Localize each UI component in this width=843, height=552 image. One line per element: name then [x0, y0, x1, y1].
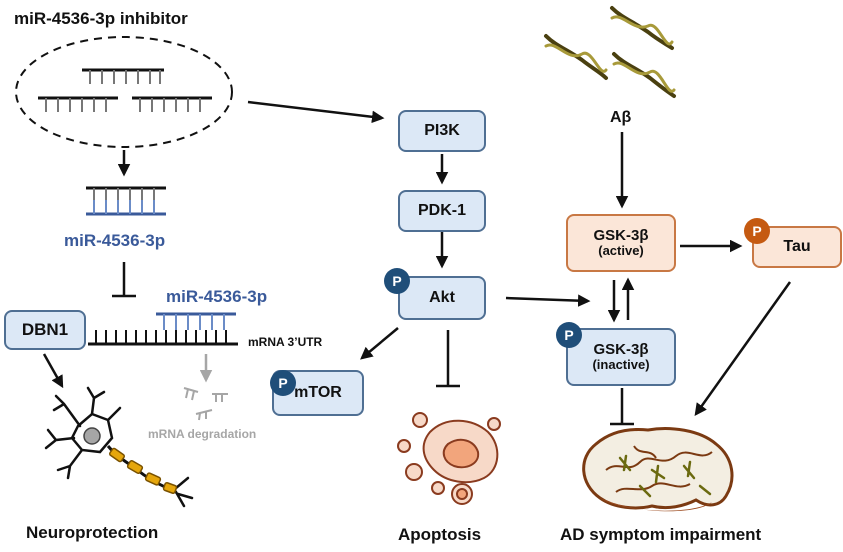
- dbn1-box: DBN1: [4, 310, 86, 350]
- outcome-apoptosis: Apoptosis: [398, 525, 482, 544]
- gsk-inactive-phospho-icon: P: [556, 322, 582, 348]
- tau-phospho-icon: P: [744, 218, 770, 244]
- mrna-degradation-label: mRNA degradation: [148, 427, 257, 441]
- inhibit-gsk-to-brain: [610, 388, 634, 426]
- pi3k-label: PI3K: [424, 121, 460, 139]
- mir-label-left: miR-4536-3p: [64, 231, 166, 250]
- arrow-akt-to-gsk: [505, 294, 591, 307]
- akt-box: Akt: [398, 276, 486, 320]
- inhibit-mir-to-mrna: [112, 262, 136, 298]
- mir-label-center: miR-4536-3p: [166, 287, 268, 306]
- mrna-strand-icon: [88, 312, 238, 346]
- inhibit-akt-to-apoptosis: [436, 330, 460, 388]
- gsk-active-state: (active): [598, 243, 644, 259]
- mirna-duplex-icon: [86, 186, 166, 216]
- dbn1-label: DBN1: [21, 320, 69, 340]
- arrow-akt-to-mtor: [360, 327, 399, 360]
- pi3k-box: PI3K: [398, 110, 486, 152]
- inhibitor-title: miR-4536-3p inhibitor: [14, 9, 188, 28]
- inhibitor-ellipse: [15, 36, 233, 148]
- akt-phospho-icon: P: [384, 268, 410, 294]
- mtor-label: mTOR: [294, 383, 342, 401]
- outcome-ad-impairment: AD symptom impairment: [560, 525, 762, 544]
- pdk1-box: PDK-1: [398, 190, 486, 232]
- apoptotic-cell-icon: [397, 412, 501, 505]
- inhibitor-strands-icon: [38, 68, 212, 112]
- amyloid-fibril-icon: [544, 6, 676, 98]
- akt-label: Akt: [429, 288, 455, 306]
- brain-icon: [582, 427, 734, 512]
- gsk-active-name: GSK-3β: [593, 226, 649, 244]
- arrow-dbn1-to-neuron: [42, 353, 64, 389]
- pdk1-label: PDK-1: [417, 201, 466, 219]
- gsk-inactive-name: GSK-3β: [593, 340, 649, 358]
- arrow-inhibitor-to-pi3k: [247, 100, 385, 124]
- abeta-label: Aβ: [610, 109, 632, 126]
- tau-label: Tau: [783, 237, 811, 255]
- outcome-neuroprotection: Neuroprotection: [26, 523, 159, 542]
- neuron-icon: [44, 386, 194, 508]
- gsk-active-box: GSK-3β (active): [566, 214, 676, 272]
- arrow-tau-to-brain: [694, 281, 792, 417]
- mrna-fragments-icon: [183, 387, 228, 421]
- gsk-inactive-state: (inactive): [592, 357, 650, 373]
- mrna-label: mRNA 3’UTR: [248, 335, 323, 349]
- mtor-phospho-icon: P: [270, 370, 296, 396]
- gsk-inactive-box: GSK-3β (inactive): [566, 328, 676, 386]
